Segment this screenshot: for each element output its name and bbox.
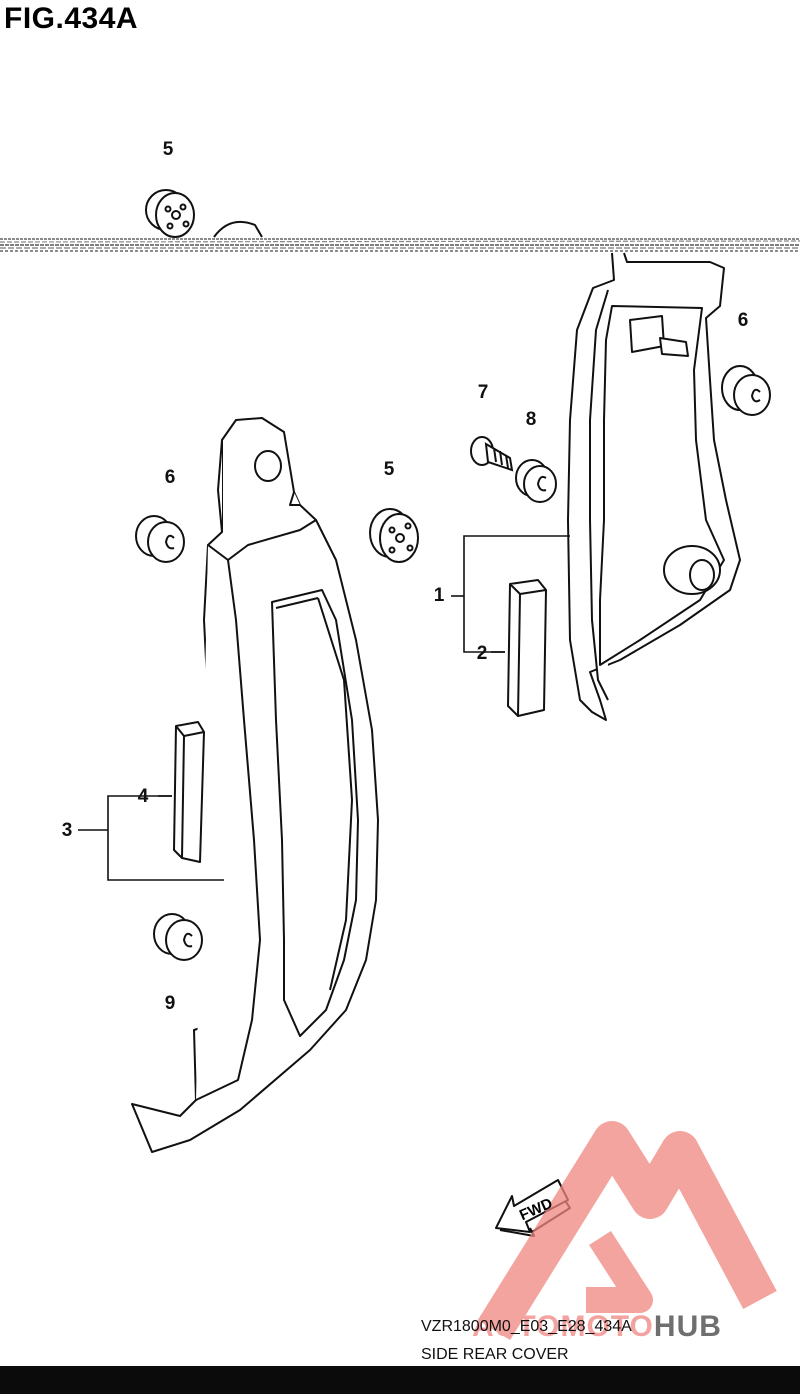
callout-label: 5 [383,459,395,480]
figure-title: FIG.434A [4,2,139,35]
callout-label: 1 [433,585,445,606]
grommet-right-6 [721,365,771,416]
bolt-7 [470,436,514,472]
callout-label: 4 [137,786,149,807]
callout-label: 8 [525,409,537,430]
watermark-part2: HUB [653,1310,722,1343]
callout-bracket-1-2 [451,535,570,653]
watermark-text: AUTOMOTOHUB [472,1310,722,1344]
diagram-caption: SIDE REAR COVER [421,1346,569,1363]
callout-label: 7 [477,382,489,403]
grommet-left-6 [135,515,185,563]
watermark-logo-icon [477,1121,777,1341]
bottom-bar [0,1366,800,1394]
watermark-part1: AUTOMOTO [472,1310,654,1343]
callout-label: 3 [61,820,73,841]
callout-label: 6 [164,467,176,488]
frame-break-band [0,237,800,253]
callout-bracket-3-4 [78,795,224,881]
cushion-4 [173,721,205,863]
left-side-cover [131,417,379,1153]
grommet-9 [153,913,203,961]
callout-label: 9 [164,993,176,1014]
callout-label: 2 [476,643,488,664]
drawing-code: VZR1800M0_E03_E28_434A [421,1318,632,1335]
nut-8 [515,459,557,503]
grommet-middle-5 [369,508,419,563]
callout-label: 6 [737,310,749,331]
right-side-cover [567,252,741,721]
grommet-top-5 [145,189,263,238]
cushion-2 [507,579,547,717]
callout-label: 5 [162,139,174,160]
